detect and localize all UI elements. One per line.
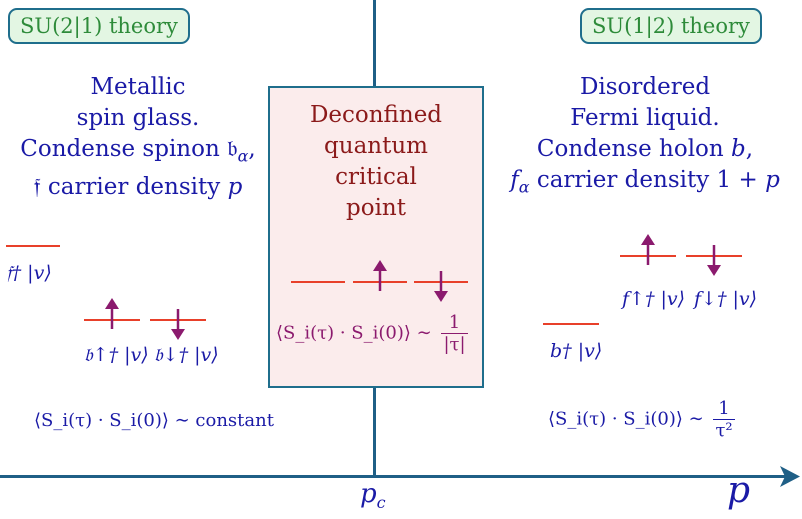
holon-level bbox=[543, 323, 599, 325]
right-correlator-fraction: 1 τ² bbox=[713, 398, 735, 441]
right-correlator-numerator: 1 bbox=[718, 398, 730, 419]
spin-down-arrow-icon bbox=[171, 309, 185, 340]
right-phase-description: Disordered Fermi liquid. Condense holon … bbox=[490, 72, 800, 203]
center-correlator-numerator: 1 bbox=[448, 312, 461, 333]
right-correlator-denominator: τ² bbox=[713, 419, 735, 441]
left-line-3: Condense spinon 𝔟α, bbox=[20, 136, 256, 166]
axis-line bbox=[0, 475, 786, 478]
critical-point-title: Deconfined quantum critical point bbox=[268, 100, 484, 224]
left-phase-description: Metallic spin glass. Condense spinon 𝔟α,… bbox=[0, 72, 276, 203]
right-correlator: ⟨S_i(τ) · S_i(0)⟩ ∼ 1 τ² bbox=[548, 398, 735, 441]
critical-point-box bbox=[268, 86, 484, 388]
right-correlator-lhs: ⟨S_i(τ) · S_i(0)⟩ ∼ bbox=[548, 408, 704, 430]
f-dagger-level bbox=[6, 245, 60, 247]
holon-ket: b† |v⟩ bbox=[550, 340, 603, 362]
center-line-1: Deconfined bbox=[309, 102, 443, 128]
f-spin-up-arrow-icon bbox=[641, 234, 655, 265]
f-up-ket: f↑† |v⟩ bbox=[622, 288, 686, 310]
f-down-ket: f↓† |v⟩ bbox=[694, 288, 758, 310]
left-line-1: Metallic bbox=[90, 74, 186, 100]
right-line-4: fα carrier density 1 + p bbox=[510, 167, 780, 197]
center-line-3: critical bbox=[335, 164, 417, 190]
axis-arrowhead-icon bbox=[780, 466, 800, 487]
left-line-2: spin glass. bbox=[76, 105, 200, 131]
right-line-3: Condense holon b, bbox=[536, 136, 754, 162]
left-correlator: ⟨S_i(τ) · S_i(0)⟩ ∼ constant bbox=[34, 410, 274, 431]
f-spin-down-arrow-icon bbox=[707, 245, 721, 276]
critical-point-label: pc bbox=[360, 479, 386, 513]
f-dagger-ket: 𝔣† |v⟩ bbox=[6, 262, 52, 284]
right-line-1: Disordered bbox=[579, 74, 711, 100]
center-line-2: quantum bbox=[324, 133, 428, 159]
center-correlator-fraction: 1 |τ| bbox=[441, 312, 468, 355]
su12-theory-tag: SU(1|2) theory bbox=[580, 8, 762, 44]
axis-end-label: p bbox=[727, 470, 751, 511]
center-correlator-lhs: ⟨S_i(τ) · S_i(0)⟩ ∼ bbox=[276, 322, 432, 344]
spin-up-arrow-icon bbox=[105, 298, 119, 329]
center-spin-down-arrow-icon bbox=[434, 271, 448, 302]
b-down-ket: 𝔟↓† |v⟩ bbox=[154, 344, 219, 366]
center-empty-level bbox=[291, 281, 345, 283]
center-line-4: point bbox=[346, 195, 406, 221]
su21-theory-tag: SU(2|1) theory bbox=[8, 8, 190, 44]
left-line-4: 𝔣 carrier density p bbox=[33, 173, 243, 200]
center-correlator-denominator: |τ| bbox=[441, 333, 468, 355]
center-spin-up-arrow-icon bbox=[373, 260, 387, 291]
b-up-ket: 𝔟↑† |v⟩ bbox=[84, 344, 149, 366]
center-correlator: ⟨S_i(τ) · S_i(0)⟩ ∼ 1 |τ| bbox=[276, 312, 468, 355]
right-line-2: Fermi liquid. bbox=[570, 105, 720, 131]
